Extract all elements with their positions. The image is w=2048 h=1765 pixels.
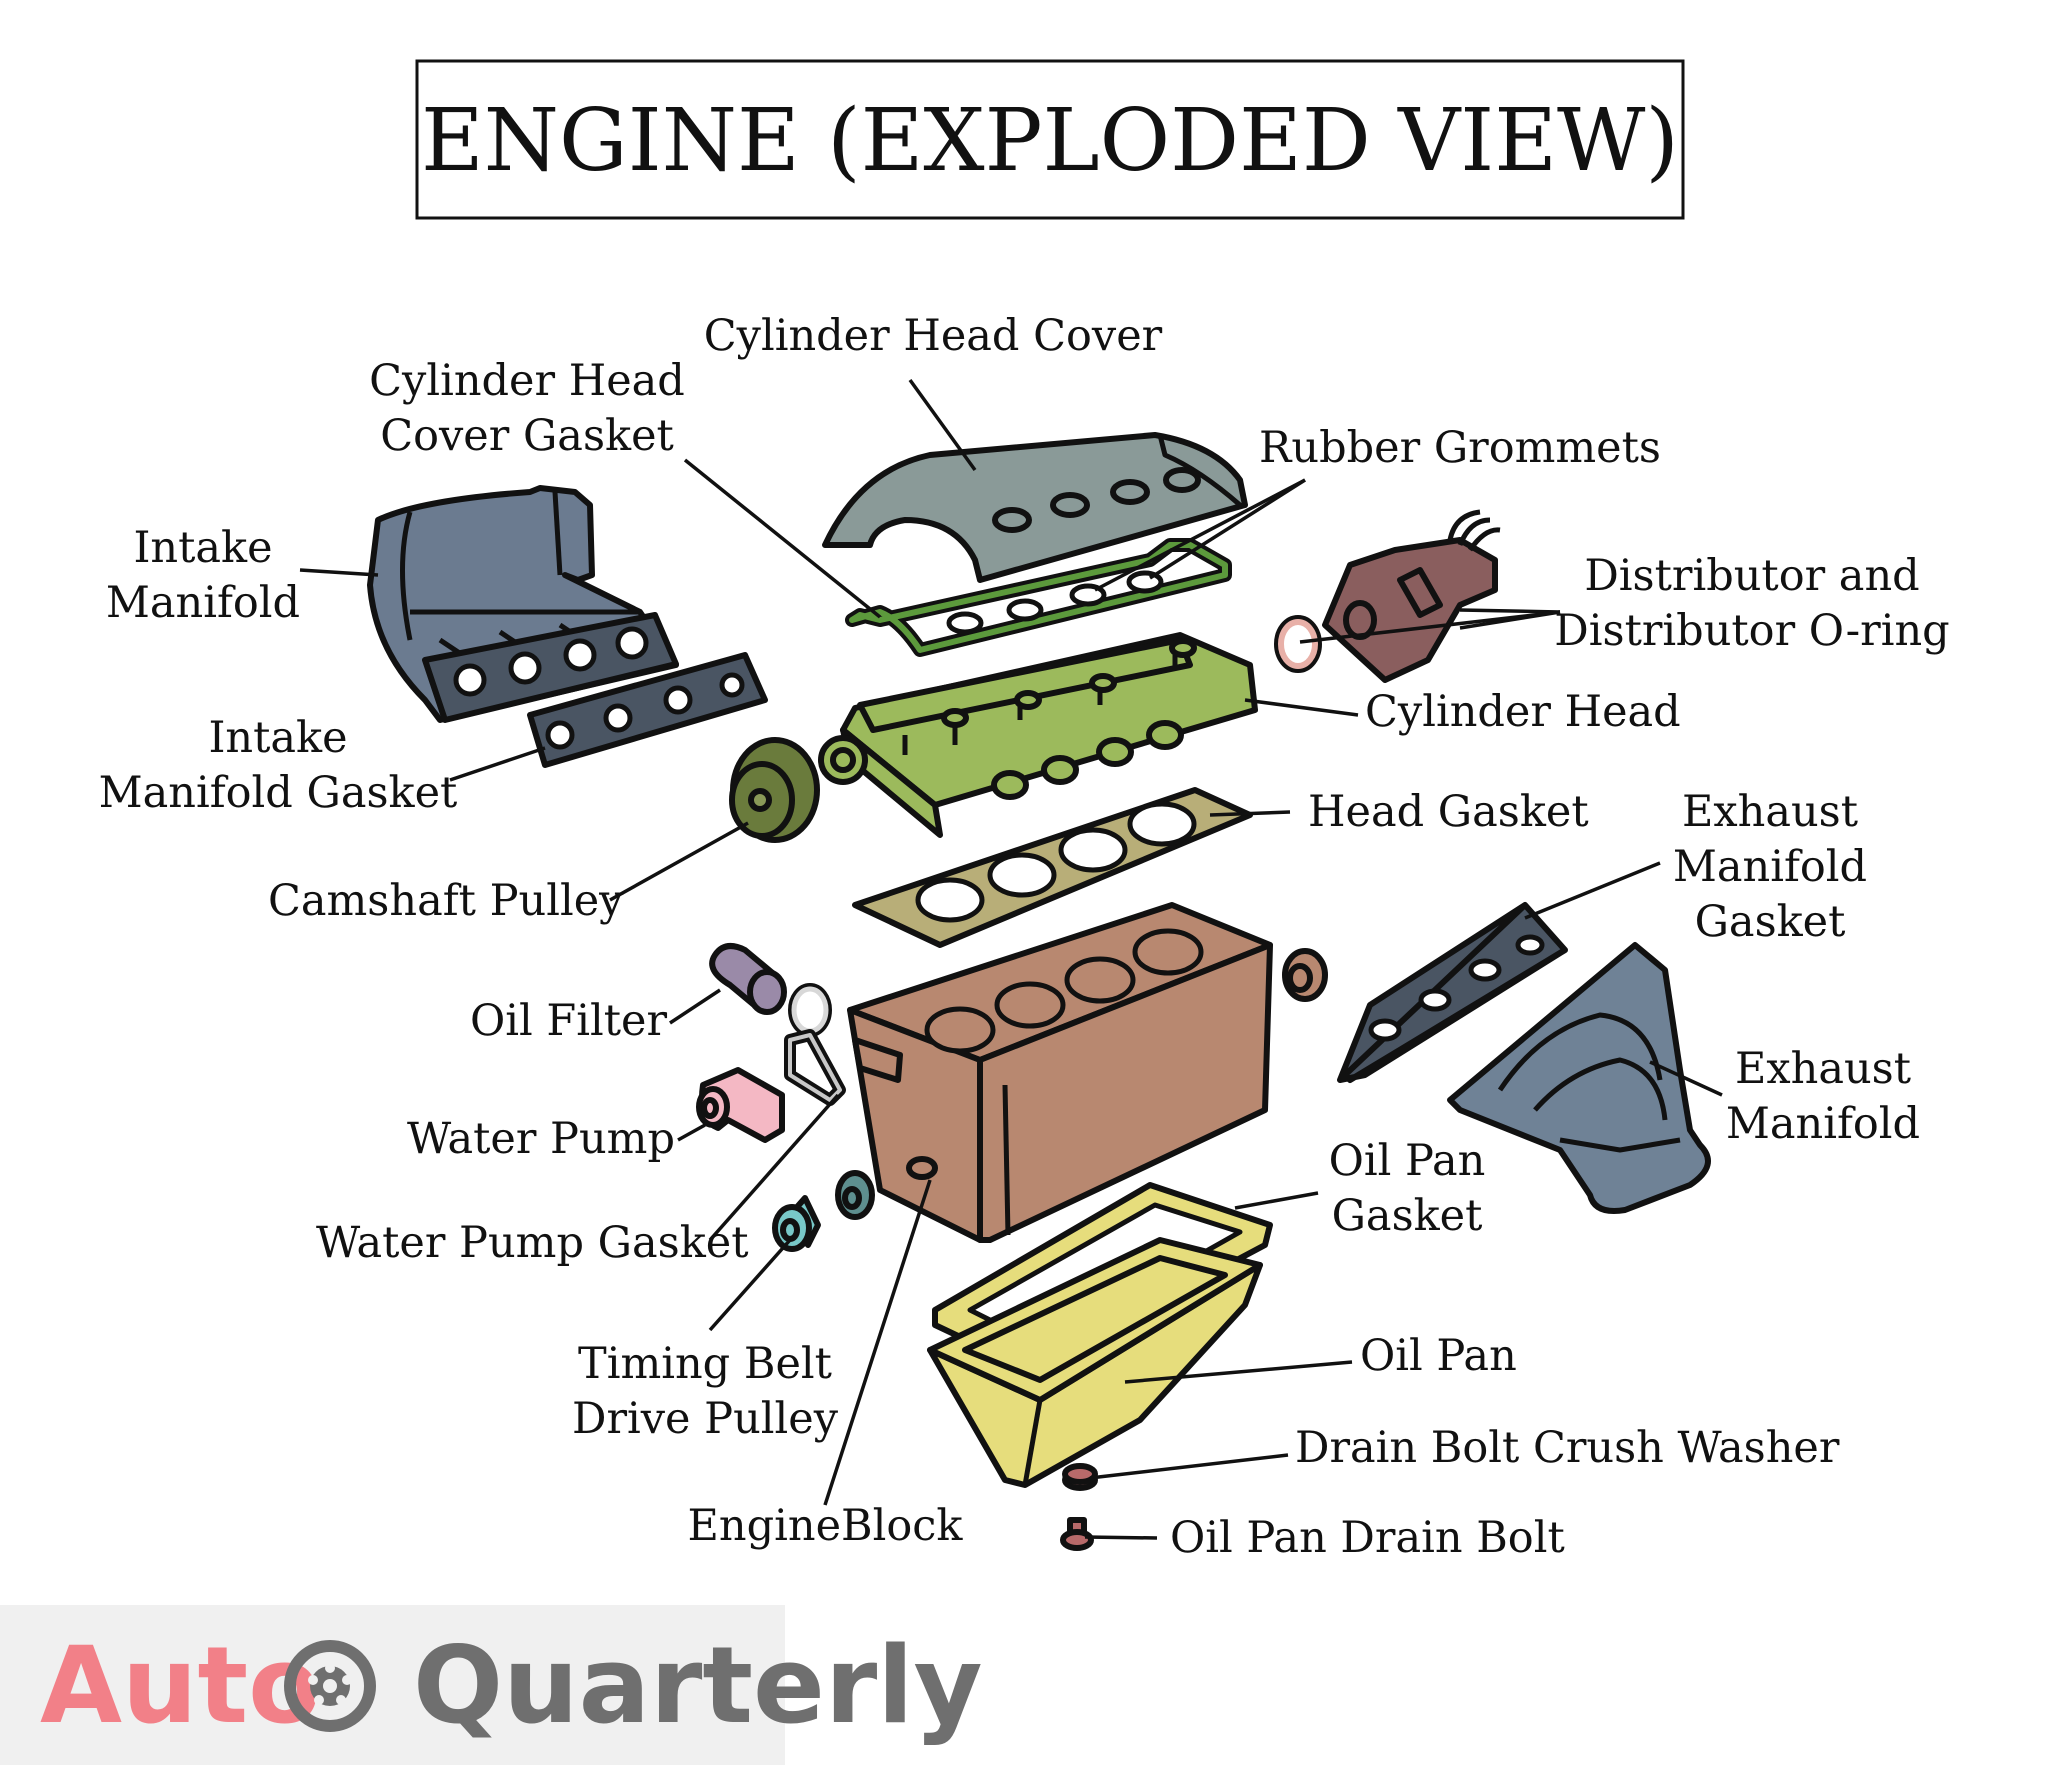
block-plug-part	[1282, 948, 1328, 1002]
label-oil-filter: Oil Filter	[470, 996, 667, 1046]
cylinder-head-part	[818, 632, 1258, 838]
label-oil-pan: Oil Pan	[1360, 1331, 1517, 1381]
label-water-pump-gasket: Water Pump Gasket	[316, 1218, 748, 1268]
label-intake-manifold-line1: Intake	[133, 523, 272, 573]
label-oil-pan-drain-bolt: Oil Pan Drain Bolt	[1170, 1513, 1565, 1563]
label-timing-belt-drive-pulley-line2: Drive Pulley	[572, 1394, 839, 1444]
label-exhaust-manifold-gasket-line1: Exhaust	[1682, 787, 1858, 837]
intake-manifold-part	[367, 485, 679, 723]
label-cylinder-head-cover-gasket-line1: Cylinder Head	[369, 356, 685, 406]
camshaft-pulley-part	[729, 737, 820, 843]
drain-bolt-crush-washer-part	[1062, 1463, 1098, 1491]
logo-part-quarterly: Quarterly	[413, 1624, 983, 1747]
logo-part-auto: Auto	[40, 1624, 321, 1747]
title-box: ENGINE (EXPLODED VIEW)	[415, 59, 1685, 220]
label-intake-manifold-gasket-line2: Manifold Gasket	[99, 768, 458, 818]
intake-manifold-flange	[422, 612, 679, 723]
label-engine-block: EngineBlock	[688, 1501, 964, 1551]
label-cylinder-head-cover: Cylinder Head Cover	[704, 311, 1163, 361]
timing-belt-drive-pulley-part	[772, 1170, 875, 1252]
label-distributor-line1: Distributor and	[1584, 551, 1919, 601]
label-water-pump: Water Pump	[407, 1114, 675, 1164]
label-timing-belt-drive-pulley-line1: Timing Belt	[578, 1339, 832, 1389]
label-exhaust-manifold-gasket-line3: Gasket	[1695, 897, 1846, 947]
water-pump-part	[696, 1029, 846, 1143]
label-intake-manifold-line2: Manifold	[106, 578, 300, 628]
label-intake-manifold-gasket-line1: Intake	[208, 713, 347, 763]
label-distributor-line2: Distributor O-ring	[1554, 606, 1949, 656]
label-exhaust-manifold-gasket-line2: Manifold	[1673, 842, 1867, 892]
label-cylinder-head-cover-gasket-line2: Cover Gasket	[380, 411, 674, 461]
label-cylinder-head: Cylinder Head	[1365, 687, 1681, 737]
distributor-part	[1274, 509, 1501, 683]
oil-pan-part	[927, 1237, 1263, 1488]
label-exhaust-manifold-line1: Exhaust	[1735, 1044, 1911, 1094]
labels: Cylinder Head Cover Cylinder Head Cover …	[99, 311, 1950, 1563]
exhaust-manifold-gasket-part	[1337, 902, 1568, 1083]
label-head-gasket: Head Gasket	[1308, 787, 1589, 837]
oil-filter-part	[709, 943, 832, 1037]
logo-text: Auto Quarterly	[40, 1624, 983, 1747]
leader-lines	[299, 378, 1723, 1540]
label-camshaft-pulley: Camshaft Pulley	[268, 876, 624, 926]
label-oil-pan-gasket-line1: Oil Pan	[1329, 1136, 1486, 1186]
exhaust-manifold-part	[1447, 942, 1711, 1214]
label-oil-pan-gasket-line2: Gasket	[1332, 1191, 1483, 1241]
wheel-icon	[284, 1640, 376, 1732]
engine-block-side	[977, 942, 1273, 1243]
page-title: ENGINE (EXPLODED VIEW)	[421, 91, 1679, 191]
oil-pan-drain-bolt-part	[1060, 1517, 1094, 1551]
label-rubber-grommets: Rubber Grommets	[1259, 423, 1661, 473]
engine-block-part	[847, 902, 1273, 1243]
logo-background	[0, 1605, 785, 1765]
cylinder-head-cover-part	[822, 432, 1248, 583]
label-drain-bolt-crush-washer: Drain Bolt Crush Washer	[1295, 1423, 1840, 1473]
label-exhaust-manifold-line2: Manifold	[1726, 1099, 1920, 1149]
autoquarterly-logo: Auto Quarterly	[0, 1605, 983, 1765]
distributor-o-ring	[1278, 619, 1318, 669]
cylinder-head-cover-shape	[822, 432, 1248, 583]
distributor-body	[1322, 537, 1498, 683]
